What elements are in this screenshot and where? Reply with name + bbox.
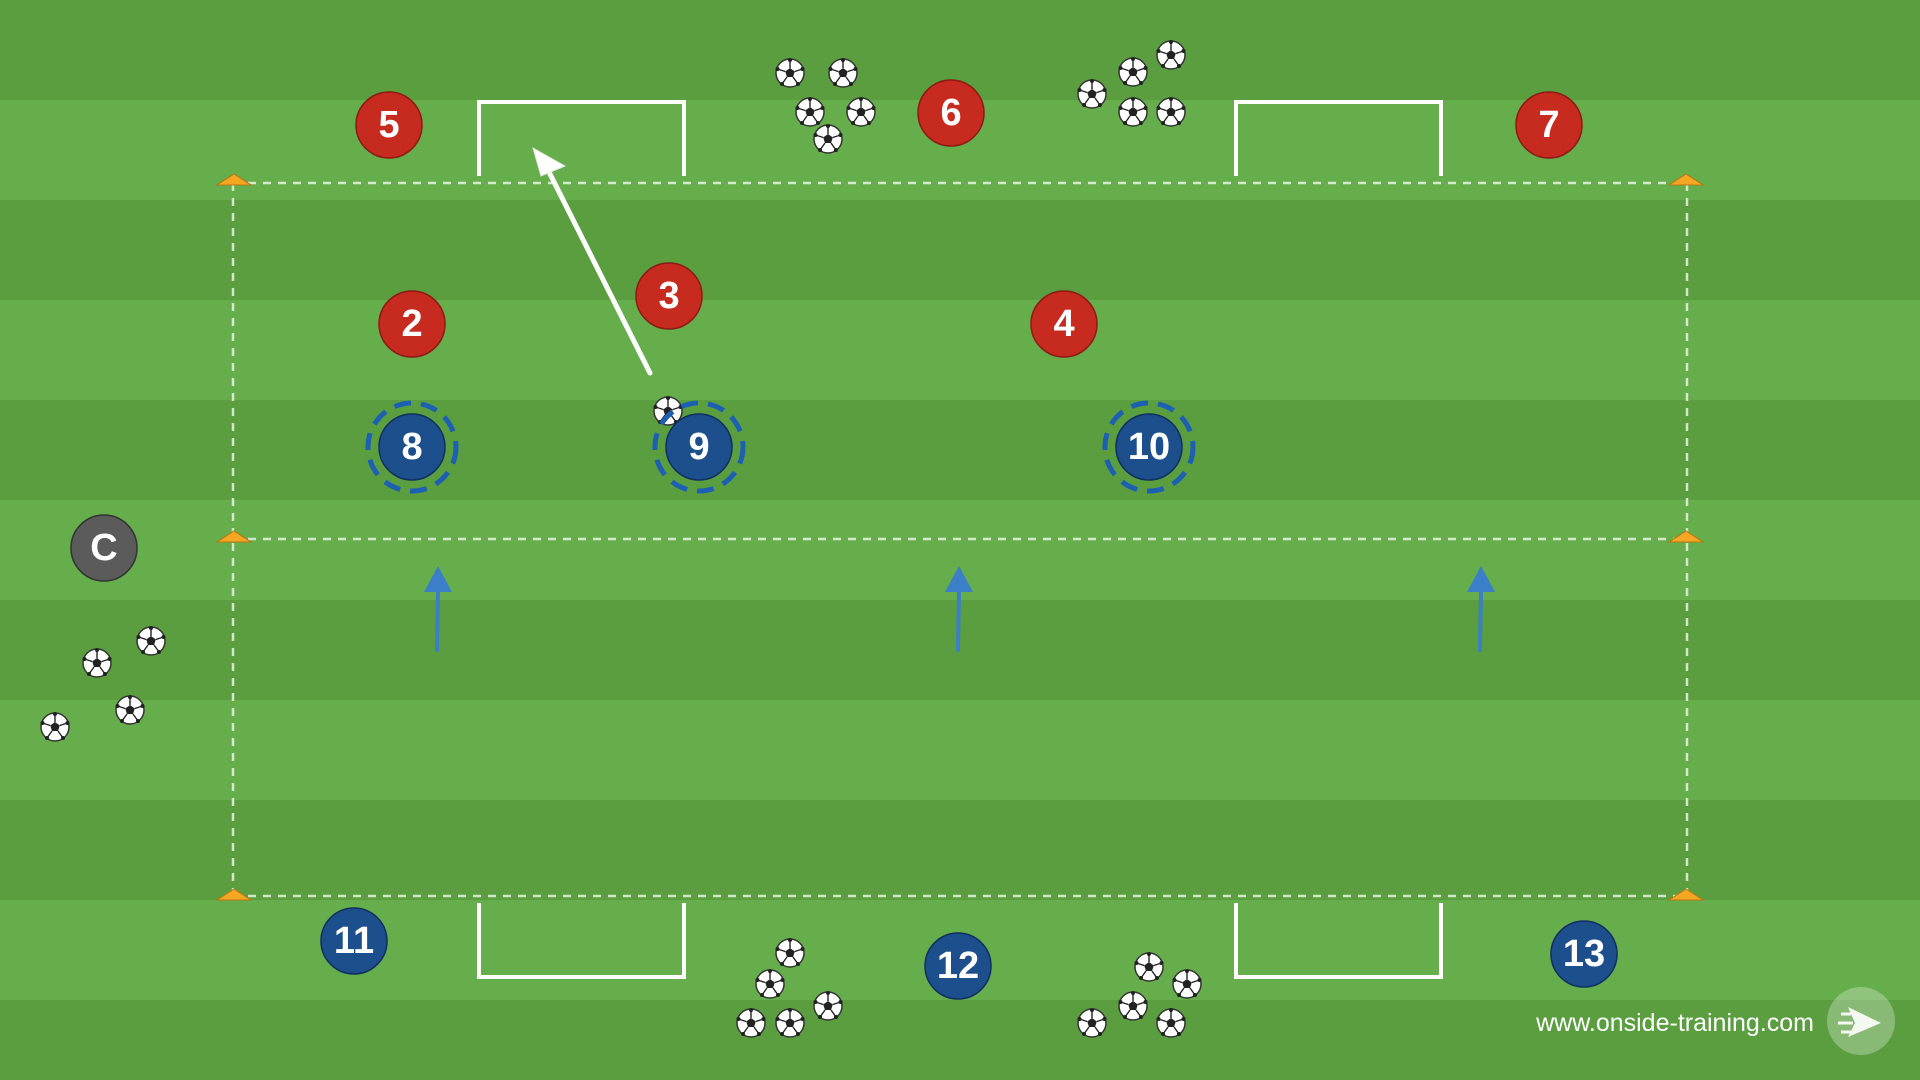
player-number: 4 — [1053, 303, 1074, 345]
player-blue-13: 13 — [1550, 920, 1618, 988]
player-number: 2 — [401, 303, 422, 345]
coach-label: C — [90, 527, 117, 569]
soccer-ball-icon — [1076, 78, 1108, 109]
player-blue-11: 11 — [320, 907, 388, 975]
player-blue-9: 9 — [652, 400, 746, 494]
mini-goal-bottom-left — [477, 903, 686, 979]
movement-arrows — [424, 566, 1495, 652]
soccer-ball-icon — [774, 57, 806, 88]
soccer-ball-icon — [1155, 39, 1187, 70]
coach: C — [70, 514, 138, 582]
soccer-ball-icon — [735, 1007, 767, 1038]
player-red-5: 5 — [355, 91, 423, 159]
soccer-ball-icon — [794, 96, 826, 127]
movement-arrow-up — [1467, 566, 1495, 652]
soccer-ball-icon — [1155, 96, 1187, 127]
soccer-ball-icon — [754, 968, 786, 999]
movement-arrow-up — [945, 566, 973, 652]
soccer-ball-icon — [135, 625, 167, 656]
soccer-ball-icon — [1171, 968, 1203, 999]
player-number: 11 — [334, 920, 374, 962]
soccer-ball-icon — [114, 694, 146, 725]
player-number: 8 — [401, 426, 422, 468]
soccer-ball-icon — [39, 711, 71, 742]
soccer-ball-icon — [827, 57, 859, 88]
player-red-4: 4 — [1030, 290, 1098, 358]
soccer-ball-icon — [1133, 951, 1165, 982]
soccer-ball-icon — [774, 1007, 806, 1038]
watermark-url[interactable]: www.onside-training.com — [1535, 1009, 1814, 1037]
player-red-7: 7 — [1515, 91, 1583, 159]
soccer-ball-icon — [1117, 96, 1149, 127]
player-number: 3 — [658, 275, 679, 317]
soccer-ball-icon — [1117, 990, 1149, 1021]
grass-stripe — [0, 300, 1920, 400]
movement-arrow-up — [424, 566, 452, 652]
player-number: 9 — [688, 426, 709, 468]
grass-stripe — [0, 200, 1920, 300]
soccer-ball-icon — [812, 990, 844, 1021]
soccer-ball-icon — [812, 123, 844, 154]
mini-goal-top-left — [477, 100, 686, 176]
soccer-ball-icon — [774, 937, 806, 968]
onside-training-logo-icon[interactable] — [1827, 987, 1895, 1055]
mini-goal-bottom-right — [1234, 903, 1443, 979]
soccer-ball-icon — [1155, 1007, 1187, 1038]
soccer-ball-icon — [81, 647, 113, 678]
player-blue-12: 12 — [924, 932, 992, 1000]
pass-arrow — [532, 146, 653, 376]
player-red-2: 2 — [378, 290, 446, 358]
training-area-lines — [231, 181, 1689, 898]
player-number: 13 — [1563, 933, 1605, 975]
player-red-6: 6 — [917, 79, 985, 147]
player-blue-8: 8 — [365, 400, 459, 494]
grass-stripe — [0, 1000, 1920, 1080]
player-blue-10: 10 — [1102, 400, 1196, 494]
mini-goal-top-right — [1234, 100, 1443, 176]
player-red-3: 3 — [635, 262, 703, 330]
player-number: 5 — [378, 104, 399, 146]
soccer-ball-icon — [845, 96, 877, 127]
player-number: 7 — [1538, 104, 1559, 146]
soccer-ball-icon — [1076, 1007, 1108, 1038]
player-number: 12 — [937, 945, 979, 987]
soccer-ball-icon — [1117, 56, 1149, 87]
grass-stripe — [0, 800, 1920, 900]
player-number: 10 — [1128, 426, 1170, 468]
grass-stripe — [0, 700, 1920, 800]
player-number: 6 — [940, 92, 961, 134]
players: 5 6 7 2 3 4 8 9 — [70, 79, 1618, 1000]
grass-stripe — [0, 400, 1920, 500]
